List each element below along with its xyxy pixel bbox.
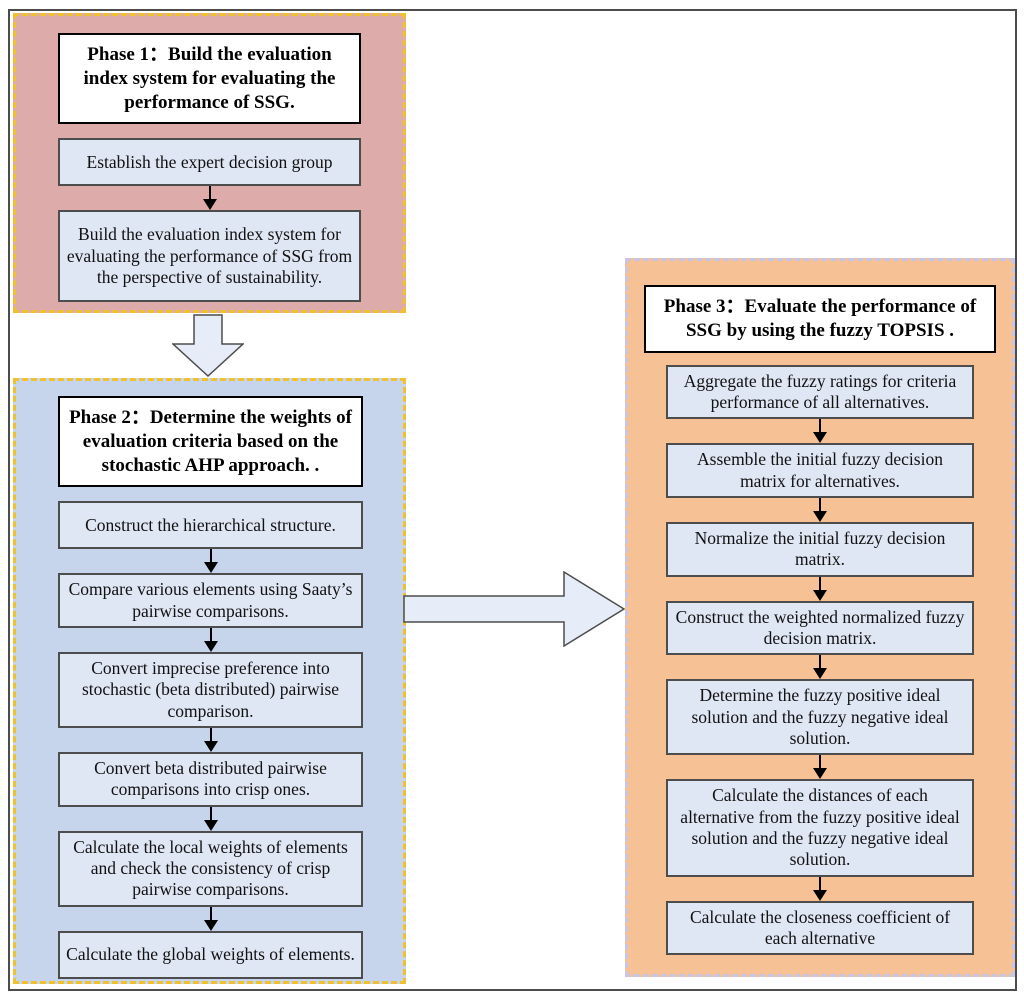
phase2-steps: Construct the hierarchical structure. Co…: [58, 501, 363, 979]
phase2-step-3: Convert imprecise preference into stocha…: [58, 651, 363, 728]
down-arrow-icon: [666, 655, 974, 680]
down-arrow-icon: [58, 549, 363, 574]
phase2-step-2: Compare various elements using Saaty’s p…: [58, 573, 363, 628]
phase3-step-4: Construct the weighted normalized fuzzy …: [666, 600, 974, 656]
down-arrow-icon: [58, 806, 363, 831]
phase1-step-2: Build the evaluation index system for ev…: [58, 210, 361, 303]
phase2-panel: Phase 2：Determine the weights of evaluat…: [13, 378, 406, 984]
phase1-steps: Establish the expert decision group Buil…: [58, 138, 361, 303]
down-arrow-icon: [666, 755, 974, 780]
down-arrow-icon: [666, 876, 974, 901]
phase3-steps: Aggregate the fuzzy ratings for criteria…: [666, 364, 974, 959]
down-arrow-icon: [666, 576, 974, 601]
phase3-step-2: Assemble the initial fuzzy decision matr…: [666, 443, 974, 498]
down-arrow-icon: [58, 186, 361, 211]
phase2-step-5: Calculate the local weights of elements …: [58, 830, 363, 907]
down-arrow-icon: [58, 627, 363, 652]
phase2-step-1: Construct the hierarchical structure.: [58, 501, 363, 550]
down-arrow-icon: [58, 906, 363, 931]
phase3-step-3: Normalize the initial fuzzy decision mat…: [666, 521, 974, 577]
phase2-step-4: Convert beta distributed pairwise compar…: [58, 751, 363, 807]
phase3-step-6: Calculate the distances of each alternat…: [666, 779, 974, 877]
phase3-step-1: Aggregate the fuzzy ratings for criteria…: [666, 364, 974, 420]
phase2-step-6: Calculate the global weights of elements…: [58, 930, 363, 979]
phase1-step-1: Establish the expert decision group: [58, 138, 361, 187]
phase1-to-phase2-arrow-icon: [172, 314, 244, 377]
down-arrow-icon: [666, 419, 974, 444]
phase3-title: Phase 3：Evaluate the performance of SSG …: [644, 285, 996, 353]
phase3-step-7: Calculate the closeness coefficient of e…: [666, 900, 974, 956]
phase3-step-5: Determine the fuzzy positive ideal solut…: [666, 679, 974, 756]
down-arrow-icon: [58, 727, 363, 752]
phase1-panel: Phase 1：Build the evaluation index syste…: [13, 13, 406, 313]
phase3-panel: Phase 3：Evaluate the performance of SSG …: [625, 258, 1015, 977]
phase2-to-phase3-arrow-icon: [403, 571, 625, 647]
phase1-title: Phase 1：Build the evaluation index syste…: [58, 33, 361, 125]
down-arrow-icon: [666, 497, 974, 522]
phase2-title: Phase 2：Determine the weights of evaluat…: [58, 396, 363, 488]
